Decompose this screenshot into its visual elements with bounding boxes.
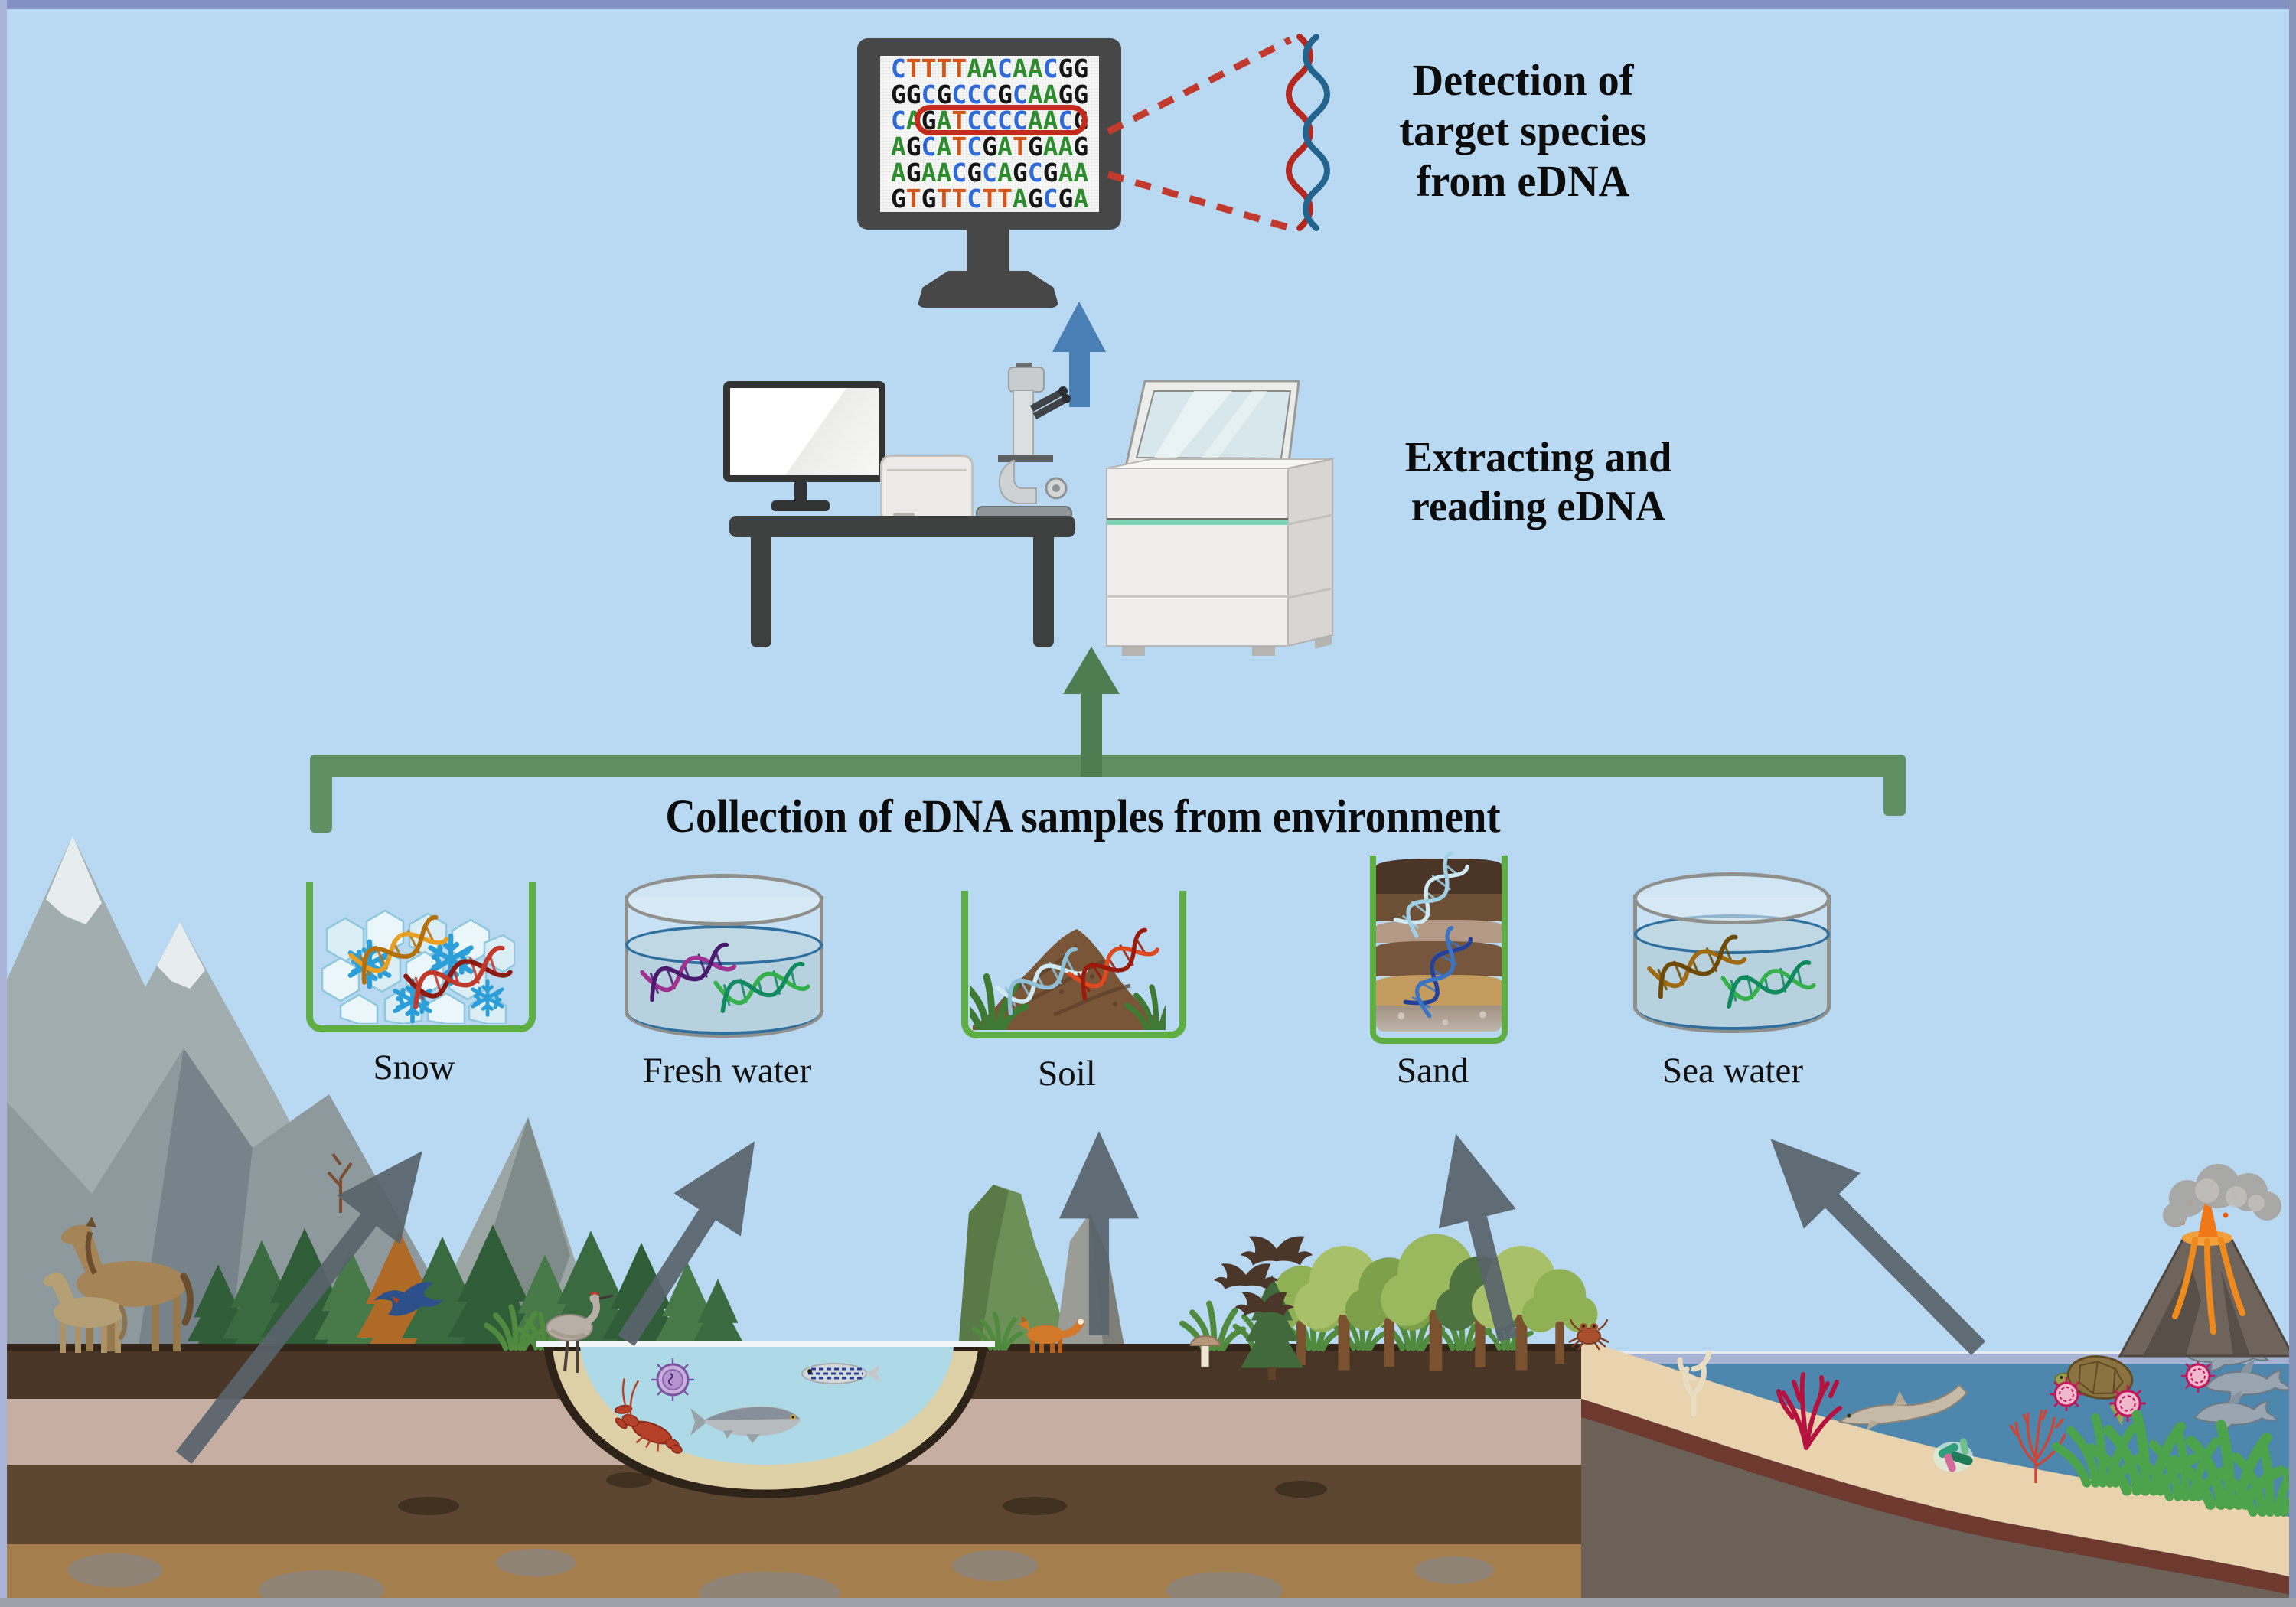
shark-icon bbox=[1838, 1384, 1968, 1431]
sample-label-seawater: Sea water bbox=[1662, 1051, 1803, 1090]
sample-container-freshwater bbox=[625, 874, 823, 1042]
arrow-snow bbox=[175, 1150, 422, 1464]
swallow-icon bbox=[373, 1282, 444, 1316]
frame-border-right bbox=[2289, 0, 2296, 1607]
volcano-icon bbox=[2118, 1164, 2295, 1358]
sample-container-snow bbox=[306, 882, 536, 1032]
dna-helix-icon bbox=[1065, 923, 1163, 1004]
dna-helix-icon bbox=[1400, 923, 1478, 1021]
bacteria-icon bbox=[1933, 1438, 1973, 1472]
sequence-row: AGCATCGATGAAG bbox=[890, 132, 1089, 161]
dna-helix-icon bbox=[992, 942, 1091, 1019]
detection-caption: Detection of target species from eDNA bbox=[1399, 55, 1647, 206]
monitor-stand-base bbox=[917, 271, 1059, 308]
sequence-row: GGCGCCCGCAAGG bbox=[890, 80, 1089, 109]
sea-fan-icon bbox=[2008, 1409, 2066, 1483]
arrow-freshwater bbox=[618, 1141, 755, 1347]
dashed-callout-lines bbox=[1106, 36, 1293, 232]
collection-bracket-right-end bbox=[1883, 755, 1906, 816]
desk-leg-right bbox=[1033, 536, 1054, 647]
heron-icon bbox=[546, 1292, 614, 1373]
sequence-row: CTTTTAACAACGG bbox=[890, 54, 1089, 83]
collection-title: Collection of eDNA samples from environm… bbox=[665, 791, 1501, 843]
sequence-row: CAGATCCCCAACG bbox=[890, 105, 1089, 135]
frame-border-top bbox=[0, 0, 2296, 9]
lab-monitor-neck bbox=[794, 482, 807, 502]
arrow-seawater bbox=[1770, 1139, 1986, 1356]
zebrafish-icon bbox=[801, 1363, 880, 1384]
frame-border-bottom bbox=[0, 1598, 2296, 1607]
dna-helix-icon bbox=[346, 910, 452, 989]
sequence-row: AGAACGCAGCGAA bbox=[890, 158, 1089, 187]
dna-helix-icon bbox=[1391, 848, 1474, 940]
foal-icon bbox=[43, 1273, 128, 1353]
crayfish-icon bbox=[614, 1378, 683, 1454]
collection-bracket-left-end bbox=[310, 755, 332, 833]
sample-label-soil: Soil bbox=[1038, 1054, 1096, 1094]
microbe-icon bbox=[651, 1358, 694, 1401]
sample-container-sand bbox=[1370, 851, 1508, 1044]
arrow-sand bbox=[1438, 1133, 1518, 1342]
sample-container-seawater bbox=[1633, 872, 1831, 1038]
mushroom-icon bbox=[1189, 1335, 1221, 1367]
highlighted-sequence-box bbox=[914, 105, 1088, 135]
arrow-up-green bbox=[1063, 647, 1120, 694]
sample-container-soil bbox=[961, 891, 1186, 1038]
arrow-up-blue-shaft bbox=[1069, 349, 1090, 407]
magnified-dna-helix-icon bbox=[1286, 34, 1330, 231]
dna-callout bbox=[1106, 34, 1330, 232]
salmon-icon bbox=[690, 1406, 801, 1443]
fox-icon bbox=[1018, 1315, 1084, 1353]
lab-monitor-base bbox=[771, 500, 830, 511]
dna-helix-icon bbox=[712, 957, 811, 1016]
desk-leg-left bbox=[751, 536, 771, 647]
collection-arrows bbox=[175, 1131, 1986, 1464]
white-coral-icon bbox=[1677, 1350, 1712, 1417]
lab-desk bbox=[729, 516, 1075, 537]
frame-border-left bbox=[0, 0, 7, 1607]
red-coral-icon bbox=[1776, 1372, 1842, 1450]
dna-helix-icon bbox=[1719, 955, 1817, 1012]
dna-sequencer bbox=[1106, 380, 1333, 656]
sample-label-freshwater: Fresh water bbox=[642, 1051, 812, 1090]
sequence-row: GTGTTCTTAGCGA bbox=[890, 184, 1089, 214]
dna-helix-icon bbox=[638, 937, 739, 1006]
sample-label-sand: Sand bbox=[1397, 1051, 1469, 1090]
arrow-up-blue bbox=[1052, 302, 1106, 352]
extraction-caption: Extracting and reading eDNA bbox=[1404, 434, 1672, 530]
sample-label-snow: Snow bbox=[373, 1048, 455, 1087]
crab-icon bbox=[1568, 1319, 1609, 1351]
lab-monitor-screen bbox=[730, 388, 879, 475]
microscope-icon bbox=[976, 363, 1072, 521]
centrifuge bbox=[880, 455, 974, 525]
collection-bracket bbox=[310, 755, 1906, 777]
dna-helix-icon bbox=[401, 940, 514, 1012]
dna-helix-icon bbox=[1645, 929, 1749, 1002]
arrow-up-green-shaft bbox=[1081, 691, 1102, 777]
monitor-stand-neck bbox=[967, 230, 1009, 272]
